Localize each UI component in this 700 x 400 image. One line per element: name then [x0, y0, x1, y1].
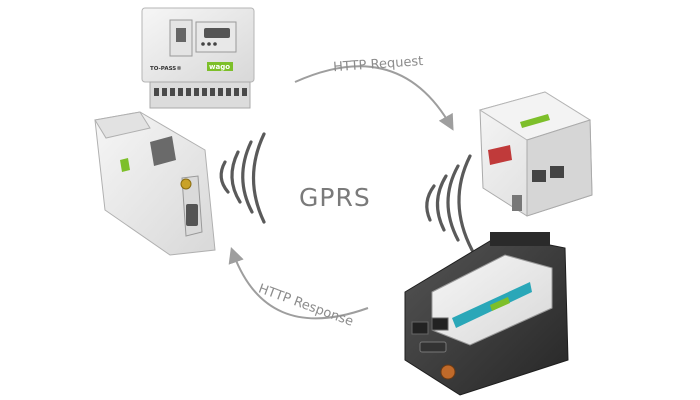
gprs-label: GPRS: [299, 183, 371, 212]
http-request-arrow: [294, 65, 454, 131]
signal-waves-icon: [425, 154, 474, 252]
gprs-modem-device: [94, 111, 216, 256]
topass-label: TO-PASS®: [150, 66, 182, 72]
panel-controller-device: [404, 232, 569, 396]
http-request-label: HTTP Request: [333, 54, 424, 75]
topass-device: wago TO-PASS®: [141, 7, 255, 109]
plc-controller-device: [478, 91, 593, 217]
brand-logo-topass: wago: [209, 63, 230, 71]
http-response-arrow: [228, 246, 369, 320]
signal-waves-icon: [219, 132, 266, 224]
